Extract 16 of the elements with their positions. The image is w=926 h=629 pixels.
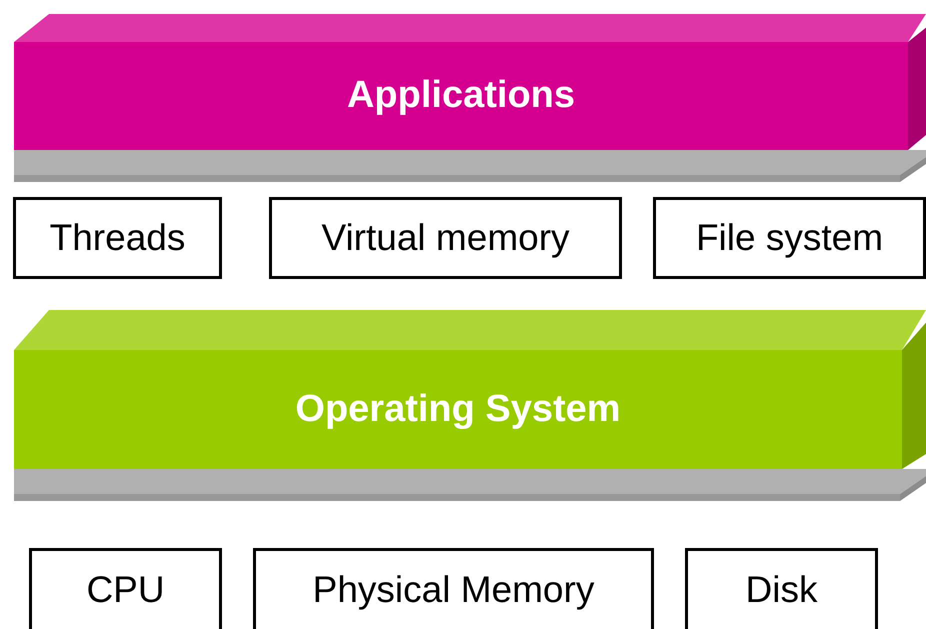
component-box (653, 197, 926, 279)
layer-title: Operating System (295, 386, 621, 432)
component-label: Disk (746, 568, 818, 612)
component-box (269, 197, 622, 279)
layer-block (14, 350, 902, 469)
component-box (253, 548, 654, 629)
component-label: File system (696, 216, 884, 260)
component-label: CPU (86, 568, 165, 612)
component-label: Threads (50, 216, 186, 260)
component-label: Virtual memory (321, 216, 570, 260)
component-box (13, 197, 222, 279)
component-box (685, 548, 878, 629)
component-label: Physical Memory (312, 568, 594, 612)
component-box (29, 548, 222, 629)
layer-title: Applications (346, 73, 576, 118)
layer-block (14, 42, 908, 150)
